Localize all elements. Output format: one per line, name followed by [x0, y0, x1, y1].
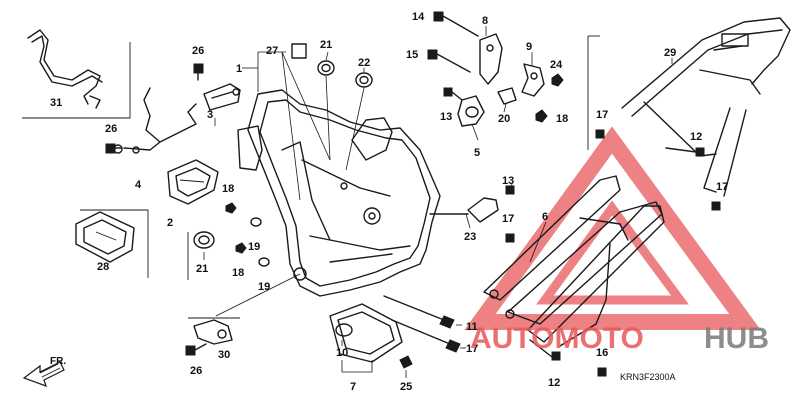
bracket-wire-4 — [113, 87, 197, 154]
callout-30: 30 — [218, 349, 230, 361]
callouts: 31 26 4 2 28 26 3 1 27 21 22 18 19 21 18… — [50, 11, 728, 393]
callout-26-c: 26 — [190, 365, 202, 377]
callout-16: 17 — [466, 343, 478, 355]
callout-19-b: 19 — [258, 281, 270, 293]
long-bolt-16 — [391, 319, 461, 353]
callout-4: 4 — [135, 179, 142, 191]
upper-subframe-28 — [621, 17, 791, 197]
wire-hook-31 — [27, 29, 103, 109]
bolt-15 — [427, 49, 471, 73]
nut-25 — [551, 73, 564, 87]
callout-14: 14 — [412, 11, 425, 23]
callout-27: 27 — [266, 45, 278, 57]
collar-19-b — [258, 257, 270, 267]
collar-5 — [457, 95, 485, 127]
callout-19-a: 19 — [248, 241, 260, 253]
bolt-26-b — [105, 143, 123, 154]
bracket-plate-2 — [167, 159, 219, 205]
nut-18-lower — [235, 242, 247, 254]
callout-20: 20 — [498, 113, 510, 125]
bolt-13-top — [443, 87, 463, 101]
bracket-8 — [479, 33, 503, 85]
bracket-9 — [521, 63, 545, 97]
bolt-26-a — [193, 63, 204, 81]
grommet-21-bottom — [193, 231, 215, 249]
bolt-17-upper — [595, 129, 605, 139]
callout-13-top: 13 — [440, 111, 452, 123]
bolt-26-c — [185, 343, 207, 356]
bolt-12-upper — [665, 147, 705, 157]
callout-17-right: 17 — [716, 181, 728, 193]
bolt-24 — [399, 355, 413, 369]
callout-11: 11 — [466, 321, 478, 333]
callout-12-upper: 12 — [690, 131, 702, 143]
bolt-17-right — [711, 201, 721, 211]
leader-lines — [203, 26, 673, 378]
bolt-12-lower — [529, 339, 561, 361]
section-dividers — [22, 35, 600, 319]
callout-28: 29 — [664, 47, 676, 59]
callout-6: 6 — [542, 211, 548, 223]
callout-21-bottom: 21 — [196, 263, 208, 275]
callout-24: 25 — [400, 381, 412, 393]
callout-7: 7 — [350, 381, 356, 393]
callout-22: 22 — [358, 57, 370, 69]
watermark-right: HUB — [704, 322, 769, 355]
watermark-text: AUTOMOTO HUB — [470, 322, 769, 355]
watermark-left: AUTOMOTO — [470, 322, 644, 355]
clamp-bracket-3 — [203, 83, 241, 111]
front-direction-arrow: FR. — [22, 356, 66, 387]
callout-26-a: 26 — [105, 123, 117, 135]
nut-18-right — [535, 109, 548, 123]
direction-label: FR. — [50, 356, 66, 367]
tag-27 — [291, 43, 307, 59]
callout-18-right: 18 — [556, 113, 568, 125]
callout-31: 31 — [50, 97, 62, 109]
callout-21-top: 21 — [320, 39, 332, 51]
diagram-code: KRN3F2300A — [620, 372, 676, 382]
callout-9: 9 — [526, 41, 532, 53]
callout-18-left: 18 — [222, 183, 234, 195]
bolt-17-lower — [597, 367, 607, 377]
callout-17-upper: 17 — [596, 109, 608, 121]
callout-5: 5 — [474, 147, 480, 159]
grommet-21-top — [317, 60, 335, 76]
callout-25: 24 — [550, 59, 563, 71]
callout-23: 23 — [464, 231, 476, 243]
skid-guard-7 — [329, 303, 403, 363]
callout-26-b: 26 — [192, 45, 204, 57]
callout-13-mid: 13 — [502, 175, 514, 187]
collar-19-a — [250, 217, 262, 227]
callout-15: 15 — [406, 49, 418, 61]
callout-29: 28 — [97, 261, 109, 273]
grommet-22 — [355, 72, 373, 88]
callout-1: 1 — [236, 63, 242, 75]
long-bolt-11 — [383, 295, 455, 329]
bolt-17-mid — [505, 233, 515, 243]
callout-12-lower: 12 — [548, 377, 560, 389]
collar-20 — [497, 87, 517, 105]
callout-17-mid: 17 — [502, 213, 514, 225]
lower-subframe-6 — [483, 175, 665, 347]
callout-10: 10 — [336, 347, 348, 359]
callout-17-lower: 16 — [596, 347, 608, 359]
callout-8: 8 — [482, 15, 488, 27]
bolt-14 — [433, 11, 479, 37]
guard-plate-29 — [75, 211, 135, 263]
main-frame-1 — [237, 89, 441, 297]
callout-18-lower: 18 — [232, 267, 244, 279]
callout-3: 3 — [207, 109, 213, 121]
watermark-logo — [464, 126, 761, 330]
nut-18-left — [225, 202, 237, 214]
bracket-30 — [193, 319, 233, 345]
pipe-clamp-23 — [429, 197, 499, 223]
callout-2: 2 — [167, 217, 173, 229]
